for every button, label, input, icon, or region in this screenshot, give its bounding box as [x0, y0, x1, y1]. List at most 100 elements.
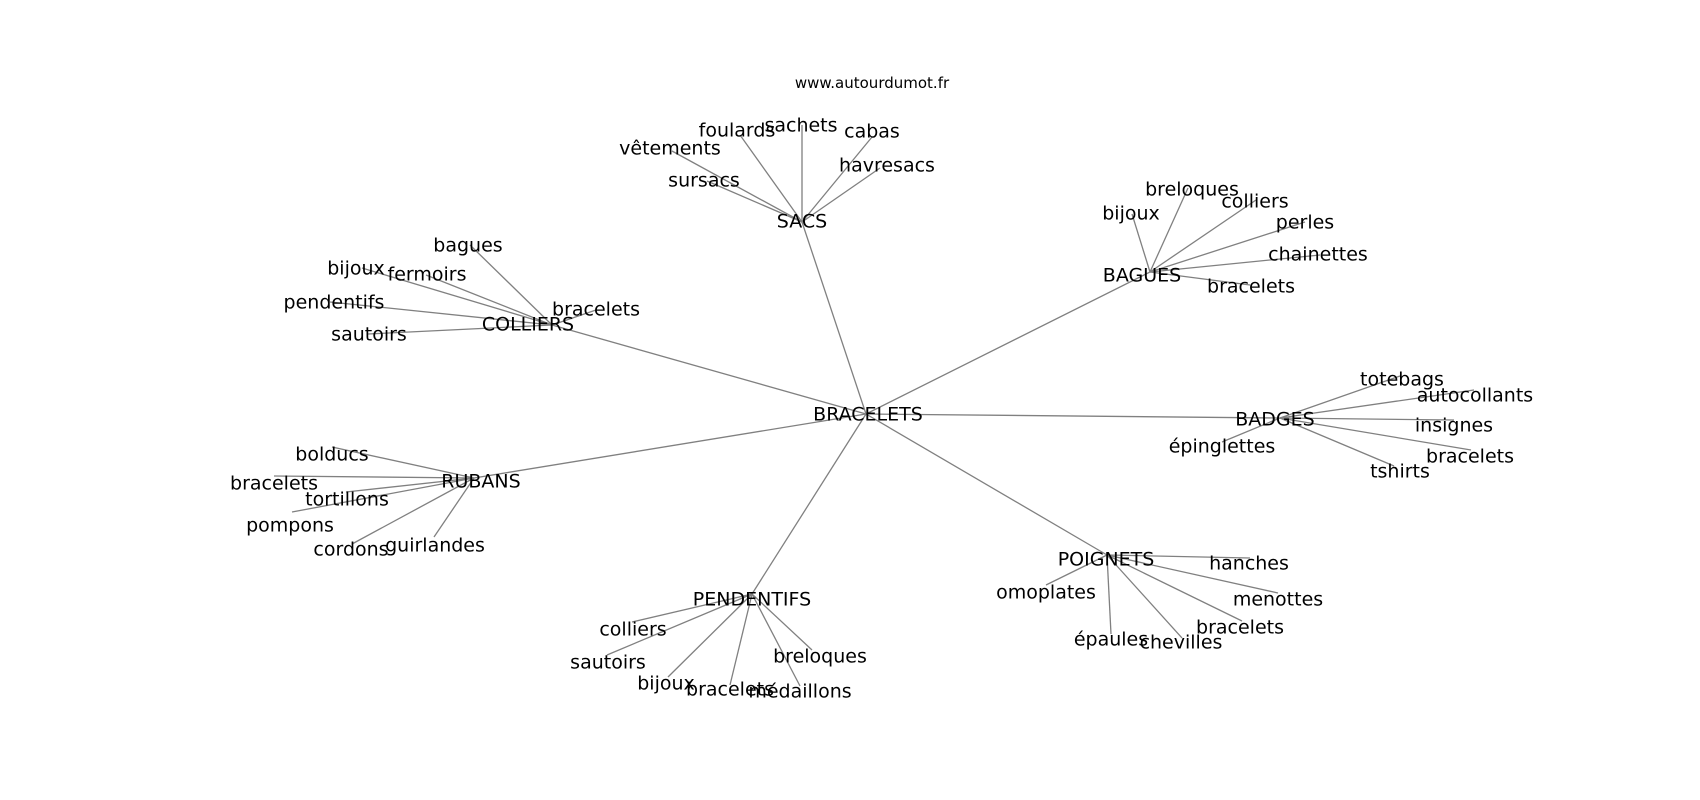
leaf-node[interactable]: fermoirs [388, 264, 467, 286]
edge-branch-3-leaf-4 [1279, 417, 1472, 451]
leaf-node[interactable]: médaillons [748, 681, 851, 703]
edge-branch-1-leaf-0 [1149, 187, 1189, 273]
edge-branch-3-leaf-3 [1221, 417, 1281, 443]
leaf-node[interactable]: guirlandes [385, 535, 485, 557]
edge-center-5 [865, 413, 1108, 556]
edge-branch-3-leaf-2 [1279, 417, 1455, 421]
leaf-node[interactable]: épinglettes [1169, 436, 1276, 458]
edge-branch-4-leaf-2 [345, 477, 475, 493]
edge-branch-2-leaf-2 [425, 274, 553, 326]
branch-node[interactable]: BADGES [1235, 409, 1314, 431]
edge-branch-1-leaf-4 [1149, 254, 1321, 273]
edge-branch-4-leaf-5 [433, 477, 475, 538]
leaf-node[interactable]: bracelets [1207, 276, 1295, 298]
edge-branch-4-leaf-1 [273, 475, 475, 479]
edge-branch-1-leaf-2 [1131, 213, 1151, 273]
leaf-node[interactable]: tortillons [305, 489, 389, 511]
leaf-node[interactable]: breloques [773, 646, 867, 668]
leaf-node[interactable]: vêtements [619, 138, 721, 160]
leaf-node[interactable]: bracelets [230, 473, 318, 495]
leaf-node[interactable]: bracelets [1426, 446, 1514, 468]
edge-center-3 [865, 413, 1281, 419]
edge-branch-3-leaf-5 [1279, 417, 1395, 467]
edge-branch-0-leaf-3 [671, 150, 803, 223]
edge-branch-3-leaf-0 [1279, 375, 1401, 419]
leaf-node[interactable]: havresacs [839, 155, 935, 177]
leaf-node[interactable]: bracelets [1196, 617, 1284, 639]
edge-branch-3-leaf-1 [1279, 389, 1475, 419]
edge-branch-0-leaf-0 [739, 134, 803, 223]
leaf-node[interactable]: foulards [699, 120, 776, 142]
edge-branch-0-leaf-4 [706, 180, 803, 223]
leaf-node[interactable]: bijoux [1102, 203, 1160, 225]
edge-branch-6-leaf-5 [751, 593, 801, 687]
edge-branch-2-leaf-4 [367, 324, 553, 335]
leaf-node[interactable]: autocollants [1417, 385, 1533, 407]
leaf-node[interactable]: colliers [1221, 191, 1288, 213]
branch-node[interactable]: POIGNETS [1058, 549, 1155, 571]
edge-branch-1-leaf-3 [1149, 221, 1306, 273]
edge-branch-5-leaf-3 [1106, 554, 1243, 622]
leaf-node[interactable]: totebags [1360, 369, 1444, 391]
leaf-node[interactable]: bolducs [295, 444, 368, 466]
edge-branch-5-leaf-1 [1045, 554, 1108, 586]
leaf-node[interactable]: perles [1276, 212, 1334, 234]
edge-center-6 [751, 413, 867, 595]
edge-branch-5-leaf-0 [1106, 554, 1251, 559]
edge-branch-2-leaf-3 [329, 301, 553, 326]
edge-branch-4-leaf-3 [291, 477, 475, 513]
leaf-node[interactable]: sursacs [668, 170, 740, 192]
edge-center-1 [865, 271, 1151, 415]
leaf-node[interactable]: pendentifs [284, 292, 385, 314]
edge-branch-5-leaf-5 [1106, 554, 1183, 639]
edge-branch-1-leaf-1 [1149, 199, 1257, 273]
leaf-node[interactable]: hanches [1209, 553, 1289, 575]
branch-node[interactable]: SACS [777, 211, 827, 233]
leaf-node[interactable]: bijoux [637, 673, 695, 695]
edge-branch-4-leaf-0 [331, 446, 475, 479]
leaf-node[interactable]: colliers [599, 619, 666, 641]
leaf-node[interactable]: épaules [1074, 629, 1148, 651]
edge-branch-6-leaf-2 [751, 593, 813, 651]
leaf-node[interactable]: chainettes [1268, 244, 1368, 266]
edge-center-0 [801, 221, 867, 415]
edge-branch-5-leaf-2 [1106, 554, 1279, 594]
edge-center-4 [473, 413, 867, 479]
edge-branch-6-leaf-0 [631, 593, 753, 623]
leaf-node[interactable]: bracelets [686, 679, 774, 701]
edge-branch-0-leaf-2 [801, 136, 873, 223]
edge-branch-4-leaf-4 [351, 477, 475, 545]
leaf-node[interactable]: sachets [764, 115, 837, 137]
edge-branch-0-leaf-5 [801, 167, 881, 223]
leaf-node[interactable]: bagues [433, 235, 502, 257]
center-node[interactable]: BRACELETS [813, 404, 923, 426]
branch-node[interactable]: COLLIERS [482, 314, 574, 336]
source-label: www.autourdumot.fr [795, 74, 950, 92]
leaf-node[interactable]: sautoirs [331, 324, 407, 346]
leaf-node[interactable]: breloques [1145, 179, 1239, 201]
leaf-node[interactable]: sautoirs [570, 652, 646, 674]
leaf-node[interactable]: chevilles [1140, 632, 1223, 654]
branch-node[interactable]: BAGUES [1103, 265, 1181, 287]
edge-branch-6-leaf-3 [667, 593, 753, 678]
leaf-node[interactable]: bijoux [327, 258, 385, 280]
leaf-node[interactable]: cordons [313, 539, 388, 561]
edge-branch-5-leaf-4 [1106, 554, 1112, 635]
edge-branch-2-leaf-0 [469, 244, 553, 326]
edge-branch-2-leaf-1 [361, 267, 553, 326]
leaf-node[interactable]: pompons [246, 515, 334, 537]
branch-node[interactable]: RUBANS [441, 471, 520, 493]
edge-branch-6-leaf-1 [606, 593, 753, 656]
branch-node[interactable]: PENDENTIFS [693, 589, 811, 611]
edge-branch-1-leaf-5 [1149, 271, 1251, 286]
leaf-node[interactable]: bracelets [552, 299, 640, 321]
leaf-node[interactable]: cabas [844, 121, 900, 143]
leaf-node[interactable]: tshirts [1370, 461, 1430, 483]
leaf-node[interactable]: omoplates [996, 582, 1096, 604]
leaf-node[interactable]: menottes [1233, 589, 1323, 611]
leaf-node[interactable]: insignes [1415, 415, 1493, 437]
edge-center-2 [551, 324, 867, 415]
graph-edges [273, 125, 1475, 687]
